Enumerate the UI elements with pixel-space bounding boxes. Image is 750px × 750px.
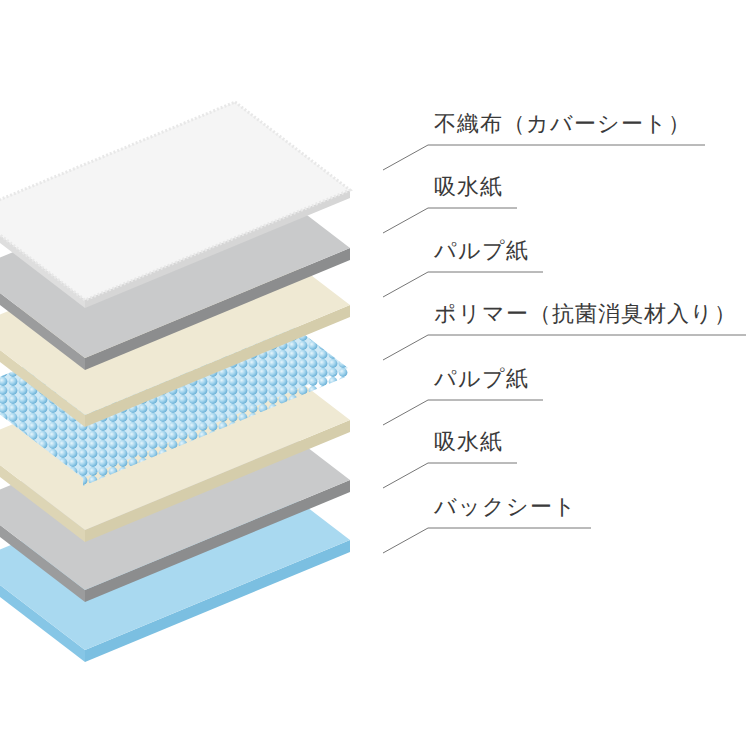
- leader-line: [383, 463, 517, 488]
- layer-label: 吸水紙: [434, 429, 503, 455]
- layer-label: 不織布（カバーシート）: [434, 111, 691, 137]
- leader-line: [383, 335, 746, 360]
- leader-line: [383, 528, 591, 553]
- leader-line: [383, 145, 705, 170]
- leader-line: [383, 400, 543, 425]
- layer-label: 吸水紙: [434, 174, 503, 200]
- layer-label: パルプ紙: [434, 238, 529, 264]
- layer-label: ポリマー（抗菌消臭材入り）: [434, 301, 737, 327]
- layer-label: バックシート: [434, 494, 577, 520]
- leader-line: [383, 272, 543, 297]
- leader-line: [383, 208, 517, 233]
- layer-label: パルプ紙: [434, 366, 529, 392]
- cover-sheet-layer: [0, 102, 350, 308]
